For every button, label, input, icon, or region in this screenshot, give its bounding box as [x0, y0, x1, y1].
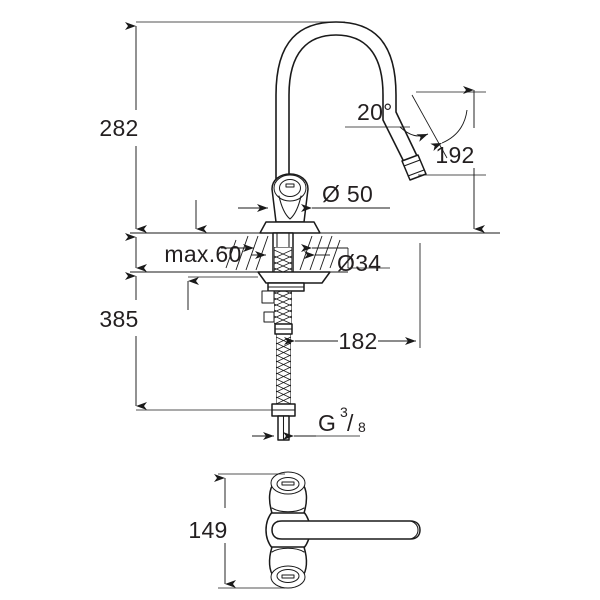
- dim-max60-label: max.60: [164, 241, 241, 267]
- dim-282-label: 282: [99, 115, 138, 141]
- body-top-inner: [279, 179, 301, 197]
- dimension-385: 385: [99, 272, 285, 411]
- mounting-hardware: [257, 232, 331, 324]
- mounting-washer: [257, 271, 331, 284]
- countertop-hatch-left: [225, 235, 269, 271]
- shank-side-lug-lower: [263, 311, 275, 323]
- top-view-handle-upper-shade: [271, 507, 305, 513]
- dim-g38-denominator: 8: [358, 419, 366, 435]
- dimension-max60: max.60: [125, 200, 330, 272]
- body-taper-line: [278, 195, 302, 220]
- top-view-assembly: [265, 471, 421, 589]
- dimension-149: 149: [188, 473, 285, 589]
- top-view-lever-end-cap: [410, 520, 419, 540]
- dim-192-label: 192: [435, 142, 474, 168]
- top-view-handle-lower-slot: [281, 574, 295, 579]
- dim-angle-arc: [430, 109, 468, 152]
- dim-angle-ref-line: [411, 94, 448, 159]
- dim-angle-label: 20°: [357, 99, 393, 125]
- top-view-lever-root-cap: [271, 520, 279, 540]
- dimension-diameter-34: Ø34: [221, 244, 390, 276]
- faucet-body: [259, 173, 321, 234]
- flexible-supply-hose: [271, 323, 296, 441]
- dimension-192: 192: [416, 86, 486, 233]
- dim-g38-separator: /: [347, 410, 354, 436]
- top-view-lever-arm: [271, 520, 421, 540]
- dimension-282: 282: [99, 21, 345, 233]
- dimension-thread-g38: G 3 / 8: [252, 404, 366, 440]
- top-view-handle-upper-slot: [281, 481, 295, 486]
- dim-angle-leader: [399, 126, 429, 142]
- dimension-diameter-50: Ø 50: [238, 181, 390, 212]
- dim-149-label: 149: [188, 517, 227, 543]
- base-flange: [259, 221, 321, 234]
- dim-d34-leader: [347, 248, 390, 269]
- dim-g38-prefix: G: [318, 410, 336, 436]
- spout-inner-curve: [288, 34, 406, 191]
- body-index-slot: [285, 183, 295, 188]
- dim-d50-label: Ø 50: [322, 181, 373, 207]
- hose-braid-pattern: [276, 334, 291, 404]
- dim-182-label: 182: [338, 328, 377, 354]
- top-view-handle-lower-shade: [271, 547, 305, 553]
- spout-outer-curve: [275, 21, 419, 191]
- aerator-outlet: [401, 154, 427, 181]
- dim-g38-numerator: 3: [340, 404, 348, 420]
- countertop-hatch-right: [299, 235, 341, 271]
- dimension-angle-20: 20°: [345, 94, 468, 159]
- dimension-182: 182: [284, 243, 421, 354]
- spout-assembly: [275, 21, 427, 191]
- shank-side-lug-upper: [261, 290, 275, 304]
- dim-385-label: 385: [99, 306, 138, 332]
- dim-d34-label: Ø34: [337, 250, 381, 276]
